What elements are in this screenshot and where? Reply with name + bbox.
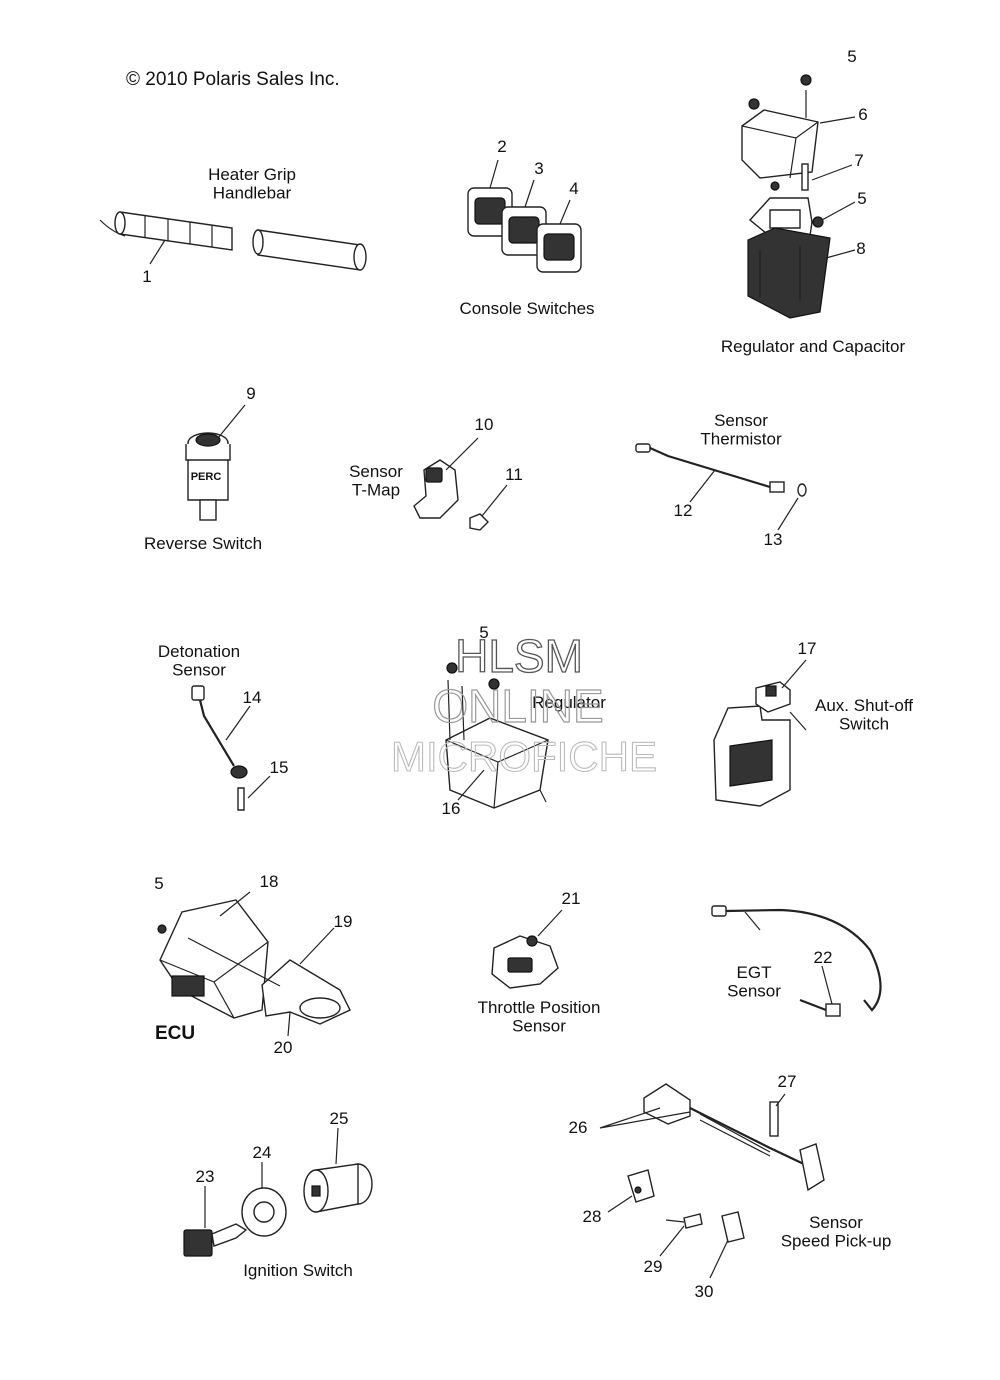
callout-12: 12	[674, 501, 693, 520]
callout-1: 1	[142, 267, 151, 286]
callout-28: 28	[583, 1207, 602, 1226]
watermark-line1: HLSM	[455, 630, 583, 682]
callout-14: 14	[243, 688, 262, 707]
regulator-label: Regulator	[532, 693, 606, 712]
callout-23: 23	[196, 1167, 215, 1186]
egt-sensor-part	[711, 905, 882, 1017]
callout-25: 25	[330, 1109, 349, 1128]
callout-17: 17	[798, 639, 817, 658]
callout-18: 18	[260, 872, 279, 891]
callout-6: 6	[858, 105, 867, 124]
callout-30: 30	[695, 1282, 714, 1301]
callout-8: 8	[856, 239, 865, 258]
speed-pickup-sensor-part	[599, 1083, 825, 1279]
callout-5-regulator: 5	[847, 47, 856, 66]
sensor-tmap-part	[413, 437, 508, 531]
throttle-position-sensor-part	[491, 909, 563, 989]
ignition-switch-part	[183, 1127, 373, 1257]
callout-26: 26	[569, 1118, 588, 1137]
copyright-text: © 2010 Polaris Sales Inc.	[126, 69, 340, 90]
sensor-thermistor-part	[635, 443, 807, 531]
callout-27: 27	[778, 1072, 797, 1091]
callout-5-regulator-nut: 5	[479, 623, 488, 642]
callout-11: 11	[505, 465, 523, 484]
perc-text: PERC	[191, 471, 222, 483]
aux-shutoff-switch-part	[713, 659, 807, 807]
heater-grip-part	[99, 211, 367, 271]
callout-3: 3	[534, 159, 543, 178]
regulator-capacitor-part	[741, 74, 856, 319]
reverse-switch-part	[185, 404, 246, 521]
callout-24: 24	[253, 1143, 272, 1162]
ignition-switch-label: Ignition Switch	[243, 1261, 353, 1280]
callout-10: 10	[475, 415, 494, 434]
ecu-part	[157, 891, 351, 1037]
callout-29: 29	[644, 1257, 663, 1276]
regulator-part	[445, 662, 549, 809]
callout-21: 21	[562, 889, 581, 908]
regulator-capacitor-label: Regulator and Capacitor	[721, 337, 906, 356]
console-switches-label: Console Switches	[459, 299, 594, 318]
callout-16: 16	[442, 799, 461, 818]
callout-19: 19	[334, 912, 353, 931]
reverse-switch-label: Reverse Switch	[144, 534, 262, 553]
callout-9: 9	[246, 384, 255, 403]
callout-15: 15	[270, 758, 289, 777]
callout-4: 4	[569, 179, 578, 198]
watermark-line2: ONLINE	[432, 680, 603, 732]
callout-2: 2	[497, 137, 506, 156]
callout-13: 13	[764, 530, 783, 549]
callout-7: 7	[854, 151, 863, 170]
callout-20: 20	[274, 1038, 293, 1057]
detonation-sensor-part	[191, 685, 271, 811]
callout-5-nut: 5	[857, 189, 866, 208]
watermark-line3: MICROFICHE	[391, 733, 657, 780]
callout-22: 22	[814, 948, 833, 967]
ecu-label: ECU	[155, 1023, 195, 1044]
callout-5-ecu: 5	[154, 874, 163, 893]
console-switches-part	[467, 159, 582, 273]
